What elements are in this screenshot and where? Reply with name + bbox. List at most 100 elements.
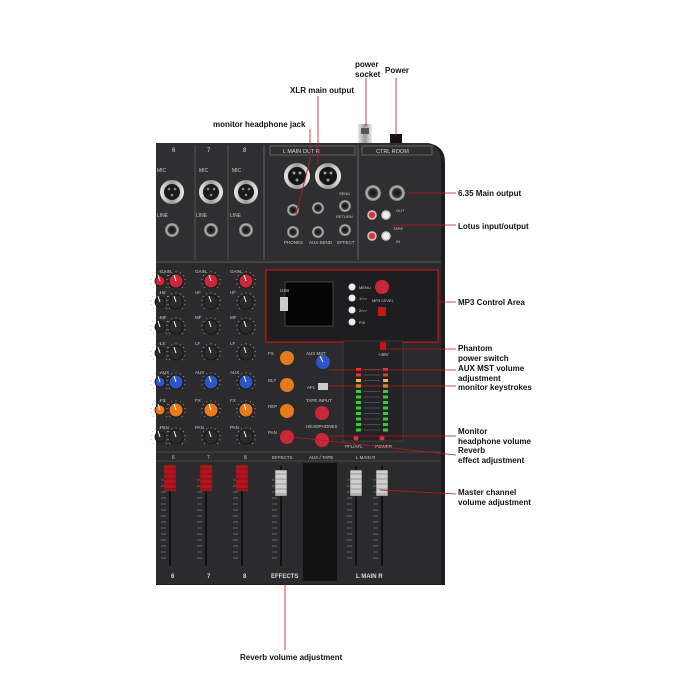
fader-cap[interactable] — [274, 469, 288, 497]
line-input-jack[interactable] — [165, 223, 179, 237]
effects-pan-knob[interactable] — [280, 430, 294, 444]
channel-knob[interactable] — [166, 271, 186, 289]
mp3-next-button[interactable] — [348, 306, 356, 314]
channel-knob[interactable] — [201, 317, 221, 335]
knob-label: FX — [195, 398, 201, 403]
annotation-mp3-control-area: MP3 Control Area — [458, 298, 525, 307]
send-jack[interactable] — [339, 200, 351, 212]
meter-led — [383, 373, 388, 377]
afl-button[interactable] — [318, 383, 328, 390]
channel-knob[interactable] — [166, 343, 186, 361]
tape-input-knob[interactable] — [315, 406, 329, 420]
annotation-aux-mst: AUX MST volume adjustment — [458, 364, 525, 383]
rca-out-red[interactable] — [367, 210, 377, 220]
out-label: OUT — [396, 208, 405, 213]
main-out-label: L MAIN OUT R — [283, 149, 320, 155]
mp3-menu-button[interactable] — [348, 283, 356, 291]
annotation-reverb-effect: Reverb effect adjustment — [458, 446, 525, 465]
fader-divider — [303, 463, 337, 581]
channel-knob[interactable] — [150, 427, 170, 445]
channel-knob[interactable] — [166, 427, 186, 445]
channel-knob[interactable] — [166, 292, 186, 310]
strip-label: 6 — [172, 455, 175, 461]
mp3-switch[interactable] — [378, 307, 386, 316]
fader-cap[interactable] — [235, 464, 249, 492]
rca-out-white[interactable] — [381, 210, 391, 220]
fader-cap[interactable] — [375, 469, 389, 497]
channel-knob[interactable] — [236, 292, 256, 310]
mp3-play-button[interactable] — [348, 318, 356, 326]
mp3-level-knob[interactable] — [375, 280, 389, 294]
afl-label: AFL — [307, 385, 316, 390]
channel-knob[interactable] — [150, 343, 170, 361]
knob-label: HF — [230, 290, 236, 295]
channel-knob[interactable] — [201, 292, 221, 310]
xlr-input-jack[interactable] — [199, 180, 223, 204]
channel-knob[interactable] — [236, 343, 256, 361]
main-output-jack-right[interactable] — [389, 185, 405, 201]
channel-knob[interactable] — [166, 400, 186, 418]
strip-label: AUX / TAPE — [309, 455, 333, 460]
headphones-label: HEADPHONES — [306, 424, 338, 429]
meter-led — [356, 401, 361, 404]
channel-knob[interactable] — [166, 372, 186, 390]
knob-label: MF — [160, 315, 167, 320]
aux-send-jack[interactable] — [312, 226, 324, 238]
fader-cap[interactable] — [163, 464, 177, 492]
annotation-main-output: 6.35 Main output — [458, 189, 522, 198]
bottom-label: 8 — [243, 574, 247, 580]
line-input-jack[interactable] — [239, 223, 253, 237]
channel-knob[interactable] — [236, 317, 256, 335]
tape-label: TAPE — [393, 226, 403, 231]
tape-input-label: TAPE INPUT — [306, 398, 332, 403]
knob-label: GAIN — [160, 269, 171, 274]
channel-knob[interactable] — [150, 317, 170, 335]
channel-knob[interactable] — [201, 427, 221, 445]
channel-knob[interactable] — [236, 427, 256, 445]
return-jack[interactable] — [339, 224, 351, 236]
phantom-switch[interactable] — [380, 342, 386, 350]
fx-knob[interactable] — [280, 351, 294, 365]
channel-knob[interactable] — [201, 400, 221, 418]
rca-in-red[interactable] — [367, 231, 377, 241]
annotation-lotus-io: Lotus input/output — [458, 222, 529, 231]
channel-knob[interactable] — [201, 343, 221, 361]
ctrl-room-label: CTRL ROOM — [376, 149, 409, 155]
phantom-label: +48V — [378, 352, 389, 357]
mp3-button-label: MENU — [359, 285, 371, 290]
rca-in-white[interactable] — [381, 231, 391, 241]
channel-knob[interactable] — [166, 317, 186, 335]
fader-cap[interactable] — [349, 469, 363, 497]
repeat-knob[interactable] — [280, 404, 294, 418]
channel-knob[interactable] — [236, 372, 256, 390]
line-label: LINE — [157, 213, 169, 219]
knob-label: HF — [160, 290, 166, 295]
xlr-main-out-left[interactable] — [284, 163, 310, 189]
xlr-input-jack[interactable] — [160, 180, 184, 204]
quarter-inch-jack[interactable] — [312, 202, 324, 214]
channel-knob[interactable] — [236, 400, 256, 418]
fader-cap[interactable] — [199, 464, 213, 492]
meter-led — [356, 395, 361, 399]
channel-knob[interactable] — [236, 271, 256, 289]
mp3-prev-button[interactable] — [348, 294, 356, 302]
bottom-label: 7 — [207, 574, 211, 580]
effects-section: FX DLY REP PAN — [268, 351, 294, 444]
channel-knob[interactable] — [201, 372, 221, 390]
meter-led — [383, 401, 388, 404]
phones-jack[interactable] — [287, 226, 299, 238]
channel-knob[interactable] — [150, 372, 170, 390]
meter-led — [383, 428, 388, 432]
line-input-jack[interactable] — [204, 223, 218, 237]
usb-port[interactable] — [280, 297, 288, 311]
power-switch[interactable] — [390, 134, 402, 143]
xlr-main-out-right[interactable] — [315, 163, 341, 189]
delay-knob[interactable] — [280, 378, 294, 392]
xlr-input-jack[interactable] — [234, 180, 258, 204]
knob-label: MF — [195, 315, 202, 320]
in-label: IN — [396, 239, 400, 244]
main-output-jack-left[interactable] — [365, 185, 381, 201]
knob-label: LF — [160, 341, 166, 346]
knob-label: AUX — [160, 370, 169, 375]
channel-knob[interactable] — [201, 271, 221, 289]
